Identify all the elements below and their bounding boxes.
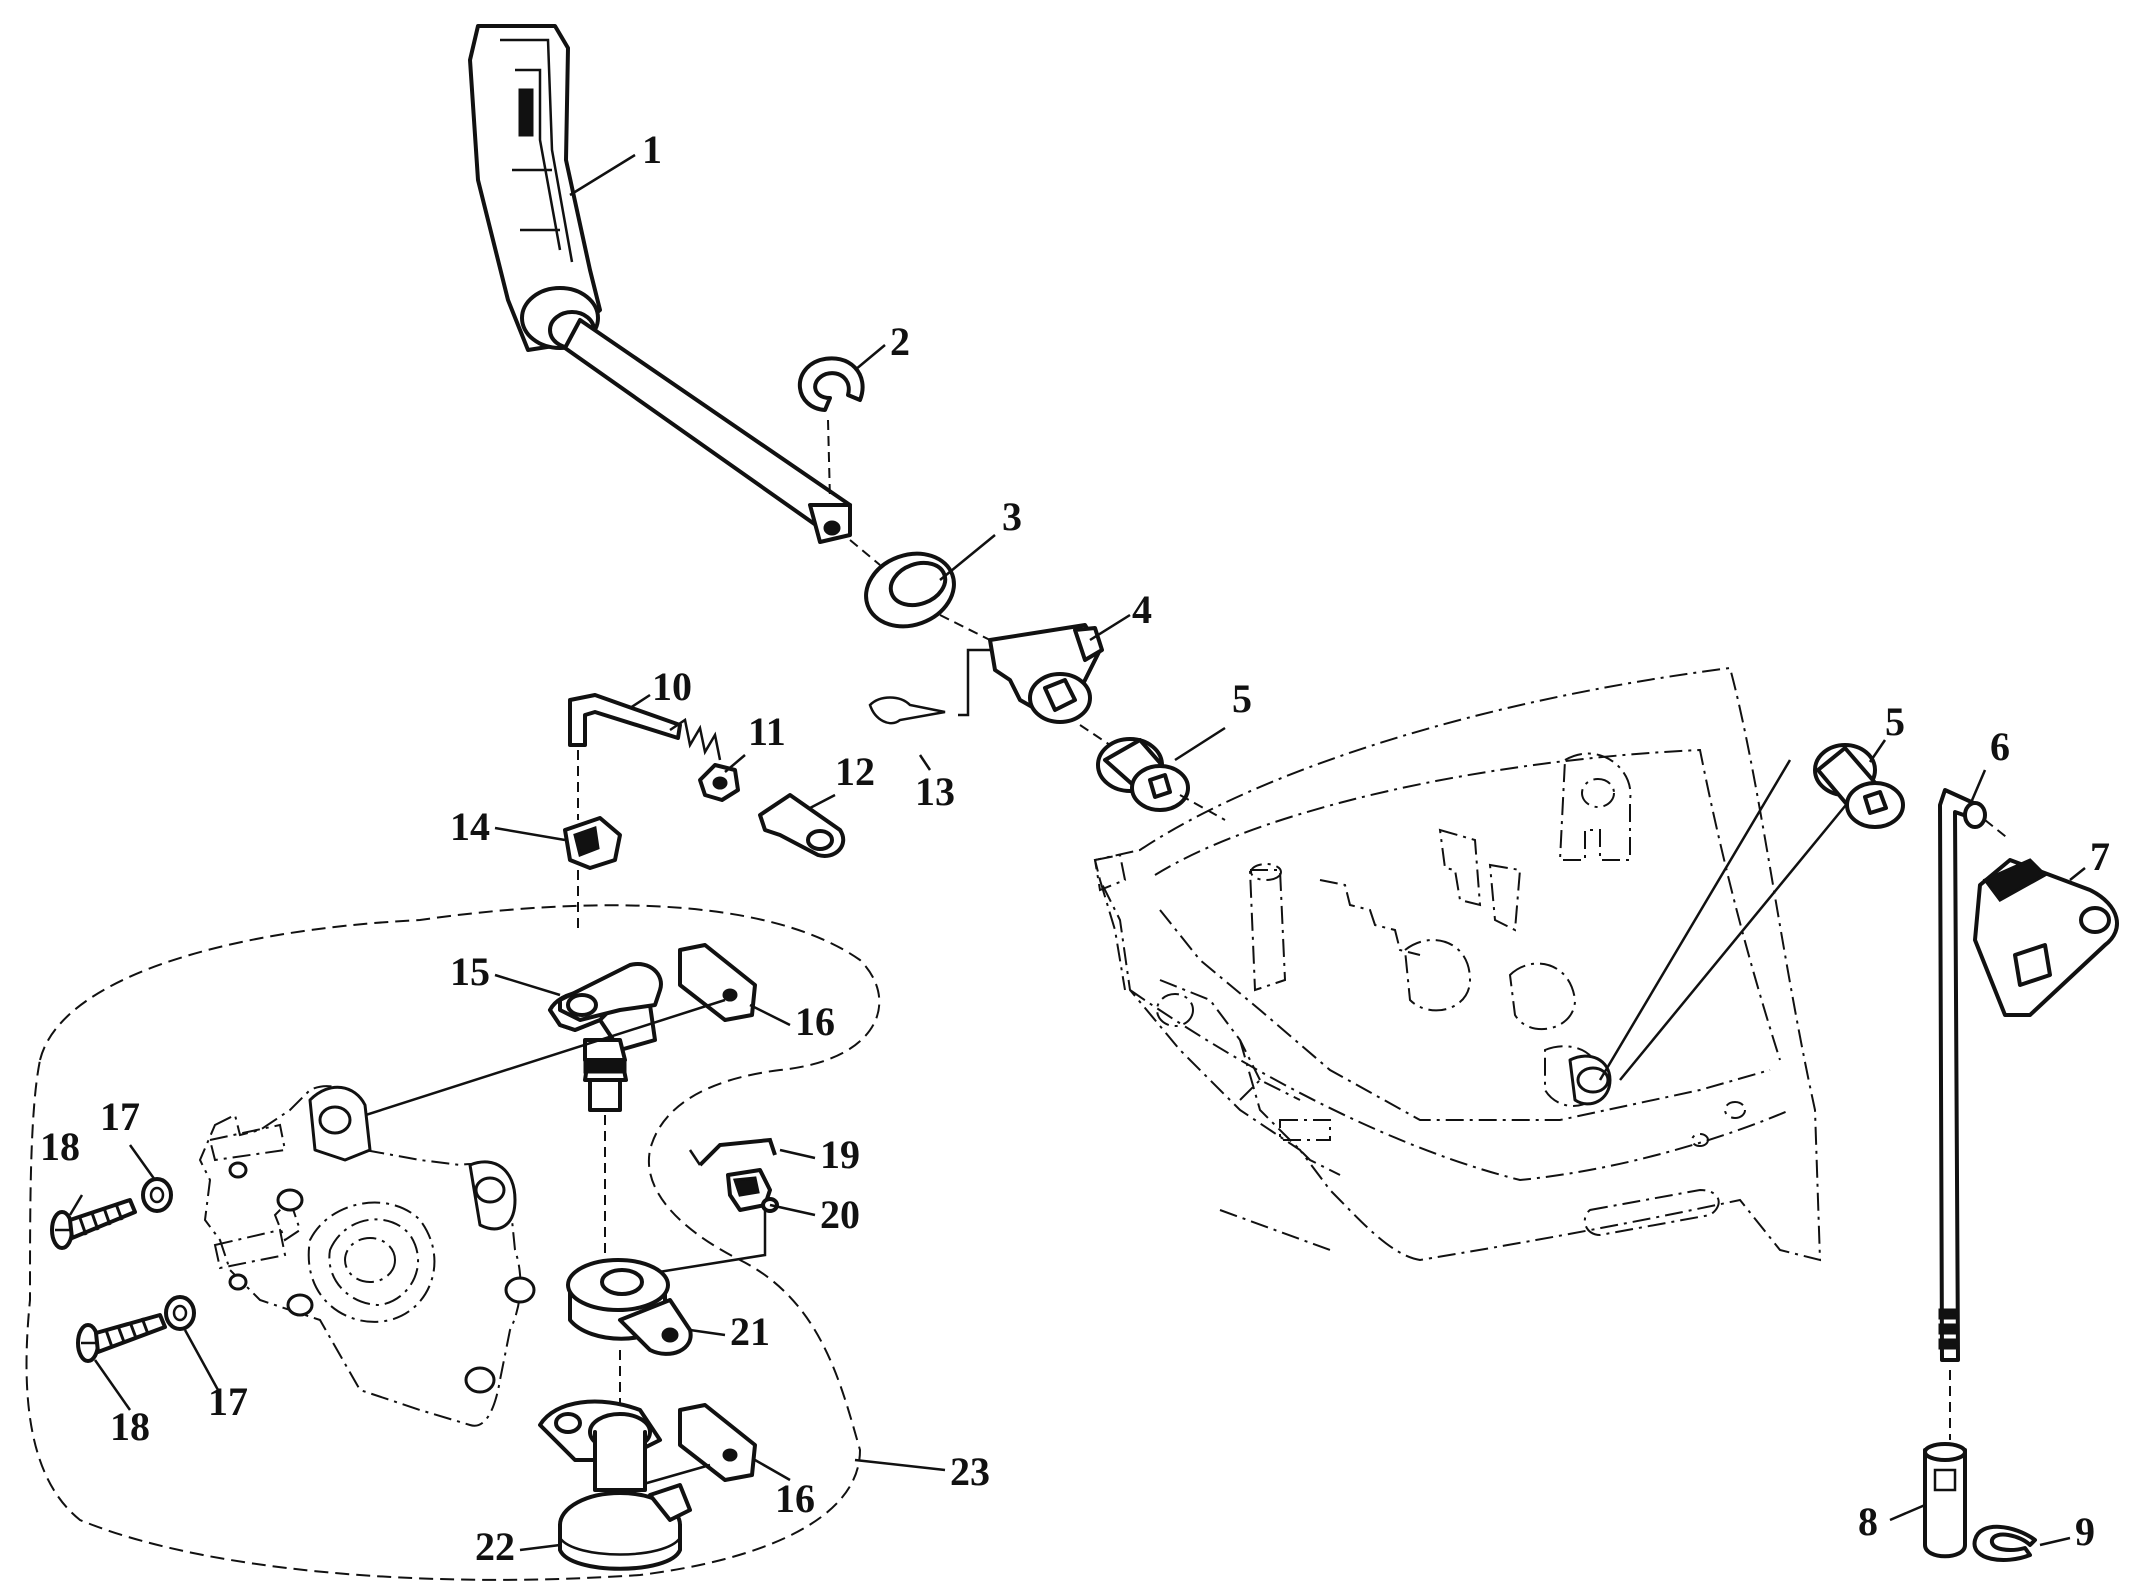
callout-3: 3 [1002, 494, 1022, 539]
part-9-e-clip [1972, 1524, 2037, 1562]
leader-lines [68, 153, 2086, 1552]
callout-16-upper: 16 [795, 999, 835, 1044]
callout-17-upper: 17 [100, 1094, 140, 1139]
part-16-plate-upper [349, 943, 757, 1122]
callout-21: 21 [730, 1309, 770, 1354]
part-2-e-clip [797, 356, 865, 501]
callout-10: 10 [652, 664, 692, 709]
part-20-clip [639, 1168, 779, 1277]
part-15-upper-lever [548, 962, 663, 1280]
callout-19: 19 [820, 1132, 860, 1177]
callout-16-lower: 16 [775, 1476, 815, 1521]
callout-labels: 1 2 3 4 5 5 6 7 8 9 10 11 12 13 14 15 16… [40, 127, 2110, 1569]
part-7-bracket [1973, 819, 2119, 1017]
part-19-wire-clip [688, 1137, 777, 1167]
callout-12: 12 [835, 749, 875, 794]
callout-13: 13 [915, 769, 955, 814]
part-17-washer-upper [141, 1177, 173, 1213]
part-3-bushing [849, 539, 956, 629]
part-18-screw-lower [76, 1313, 167, 1363]
callout-9: 9 [2075, 1509, 2095, 1554]
part-18-screw-upper [50, 1198, 137, 1250]
callout-1: 1 [642, 127, 662, 172]
part-16-plate-lower [639, 1403, 757, 1487]
engine-casing-outline [1093, 666, 1851, 1262]
part-13-r-clip [868, 648, 990, 725]
callout-18-upper: 18 [40, 1124, 80, 1169]
part-22-cam [538, 1399, 692, 1571]
part-17-washer-lower [164, 1295, 196, 1331]
callout-18-lower: 18 [110, 1404, 150, 1449]
throttle-housing [198, 1085, 536, 1427]
callout-6: 6 [1990, 724, 2010, 769]
part-4-shift-arm [939, 614, 1104, 724]
part-5-sleeve-left [1079, 724, 1226, 821]
callout-17-lower: 17 [208, 1379, 248, 1424]
part-6-shift-rod [1938, 788, 1987, 1440]
part-1-shift-lever [468, 24, 852, 544]
part-14-clip [563, 816, 622, 930]
assembly-23-boundary [25, 904, 881, 1581]
callout-22: 22 [475, 1524, 515, 1569]
callout-2: 2 [890, 319, 910, 364]
callout-11: 11 [748, 709, 786, 754]
part-11-nut [698, 763, 740, 802]
callout-23: 23 [950, 1449, 990, 1494]
part-10-l-rod [568, 693, 722, 820]
part-8-pin [1923, 1442, 1967, 1559]
callout-4: 4 [1132, 587, 1152, 632]
part-21-lower-lever [566, 1258, 693, 1410]
callout-5-left: 5 [1232, 676, 1252, 721]
callout-5-right: 5 [1885, 699, 1905, 744]
callout-8: 8 [1858, 1499, 1878, 1544]
part-12-rod-end [758, 793, 846, 858]
part-5-sleeve-right [1813, 743, 1905, 829]
callout-20: 20 [820, 1192, 860, 1237]
callout-15: 15 [450, 949, 490, 994]
callout-14: 14 [450, 804, 490, 849]
callout-7: 7 [2090, 834, 2110, 879]
